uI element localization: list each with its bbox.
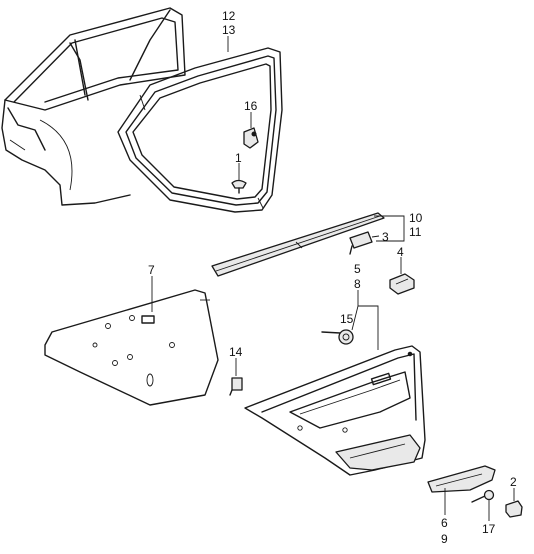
callout-4: 4 <box>397 245 404 259</box>
callouts: 12 13 16 1 10 11 3 4 5 8 7 15 14 2 6 9 1… <box>148 9 517 546</box>
callout-8: 8 <box>354 277 361 291</box>
leader-lines <box>151 36 515 521</box>
door-shell <box>1 7 186 206</box>
cap-2 <box>505 500 523 518</box>
callout-2: 2 <box>510 475 517 489</box>
callout-1: 1 <box>235 151 242 165</box>
window-sweep-strip <box>211 212 385 277</box>
switch-4 <box>389 273 415 295</box>
callout-5: 5 <box>354 262 361 276</box>
callout-13: 13 <box>222 23 236 37</box>
callout-14: 14 <box>229 345 243 359</box>
callout-12: 12 <box>222 9 236 23</box>
door-trim-panel <box>244 345 426 476</box>
pull-handle <box>427 465 496 493</box>
screw-17 <box>471 489 495 503</box>
clip-16 <box>243 127 259 149</box>
callout-10: 10 <box>409 211 423 225</box>
callout-11: 11 <box>409 225 422 239</box>
lock-knob-15 <box>321 329 354 345</box>
clip-1 <box>231 179 247 194</box>
callout-7: 7 <box>148 263 155 277</box>
clip-14 <box>229 377 243 396</box>
inner-panel <box>44 289 219 406</box>
door-weatherstrip <box>117 47 283 213</box>
callout-6: 6 <box>441 516 448 530</box>
callout-16: 16 <box>244 99 258 113</box>
callout-17: 17 <box>482 522 496 536</box>
callout-9: 9 <box>441 532 448 546</box>
callout-3: 3 <box>382 230 389 244</box>
bracket-3 <box>349 231 373 255</box>
callout-15: 15 <box>340 312 354 326</box>
